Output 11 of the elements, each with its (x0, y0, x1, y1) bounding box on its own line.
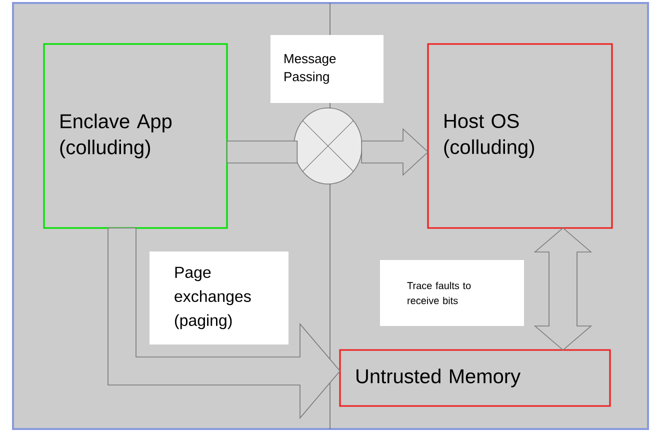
caption-box: Message Passing (270, 35, 384, 103)
block-arrow (226, 140, 298, 164)
block-arrow (361, 128, 429, 176)
edge-label: Page exchanges (paging) (150, 252, 288, 344)
process-box: Enclave App (colluding) (43, 43, 228, 229)
process-box: Untrusted Memory (339, 349, 611, 407)
process-box: Host OS (colluding) (427, 43, 613, 229)
block-arrow (534, 227, 592, 351)
note-box: Trace faults to receive bits (380, 260, 524, 326)
mixer-circle (294, 108, 362, 184)
block-arrow (108, 228, 341, 420)
